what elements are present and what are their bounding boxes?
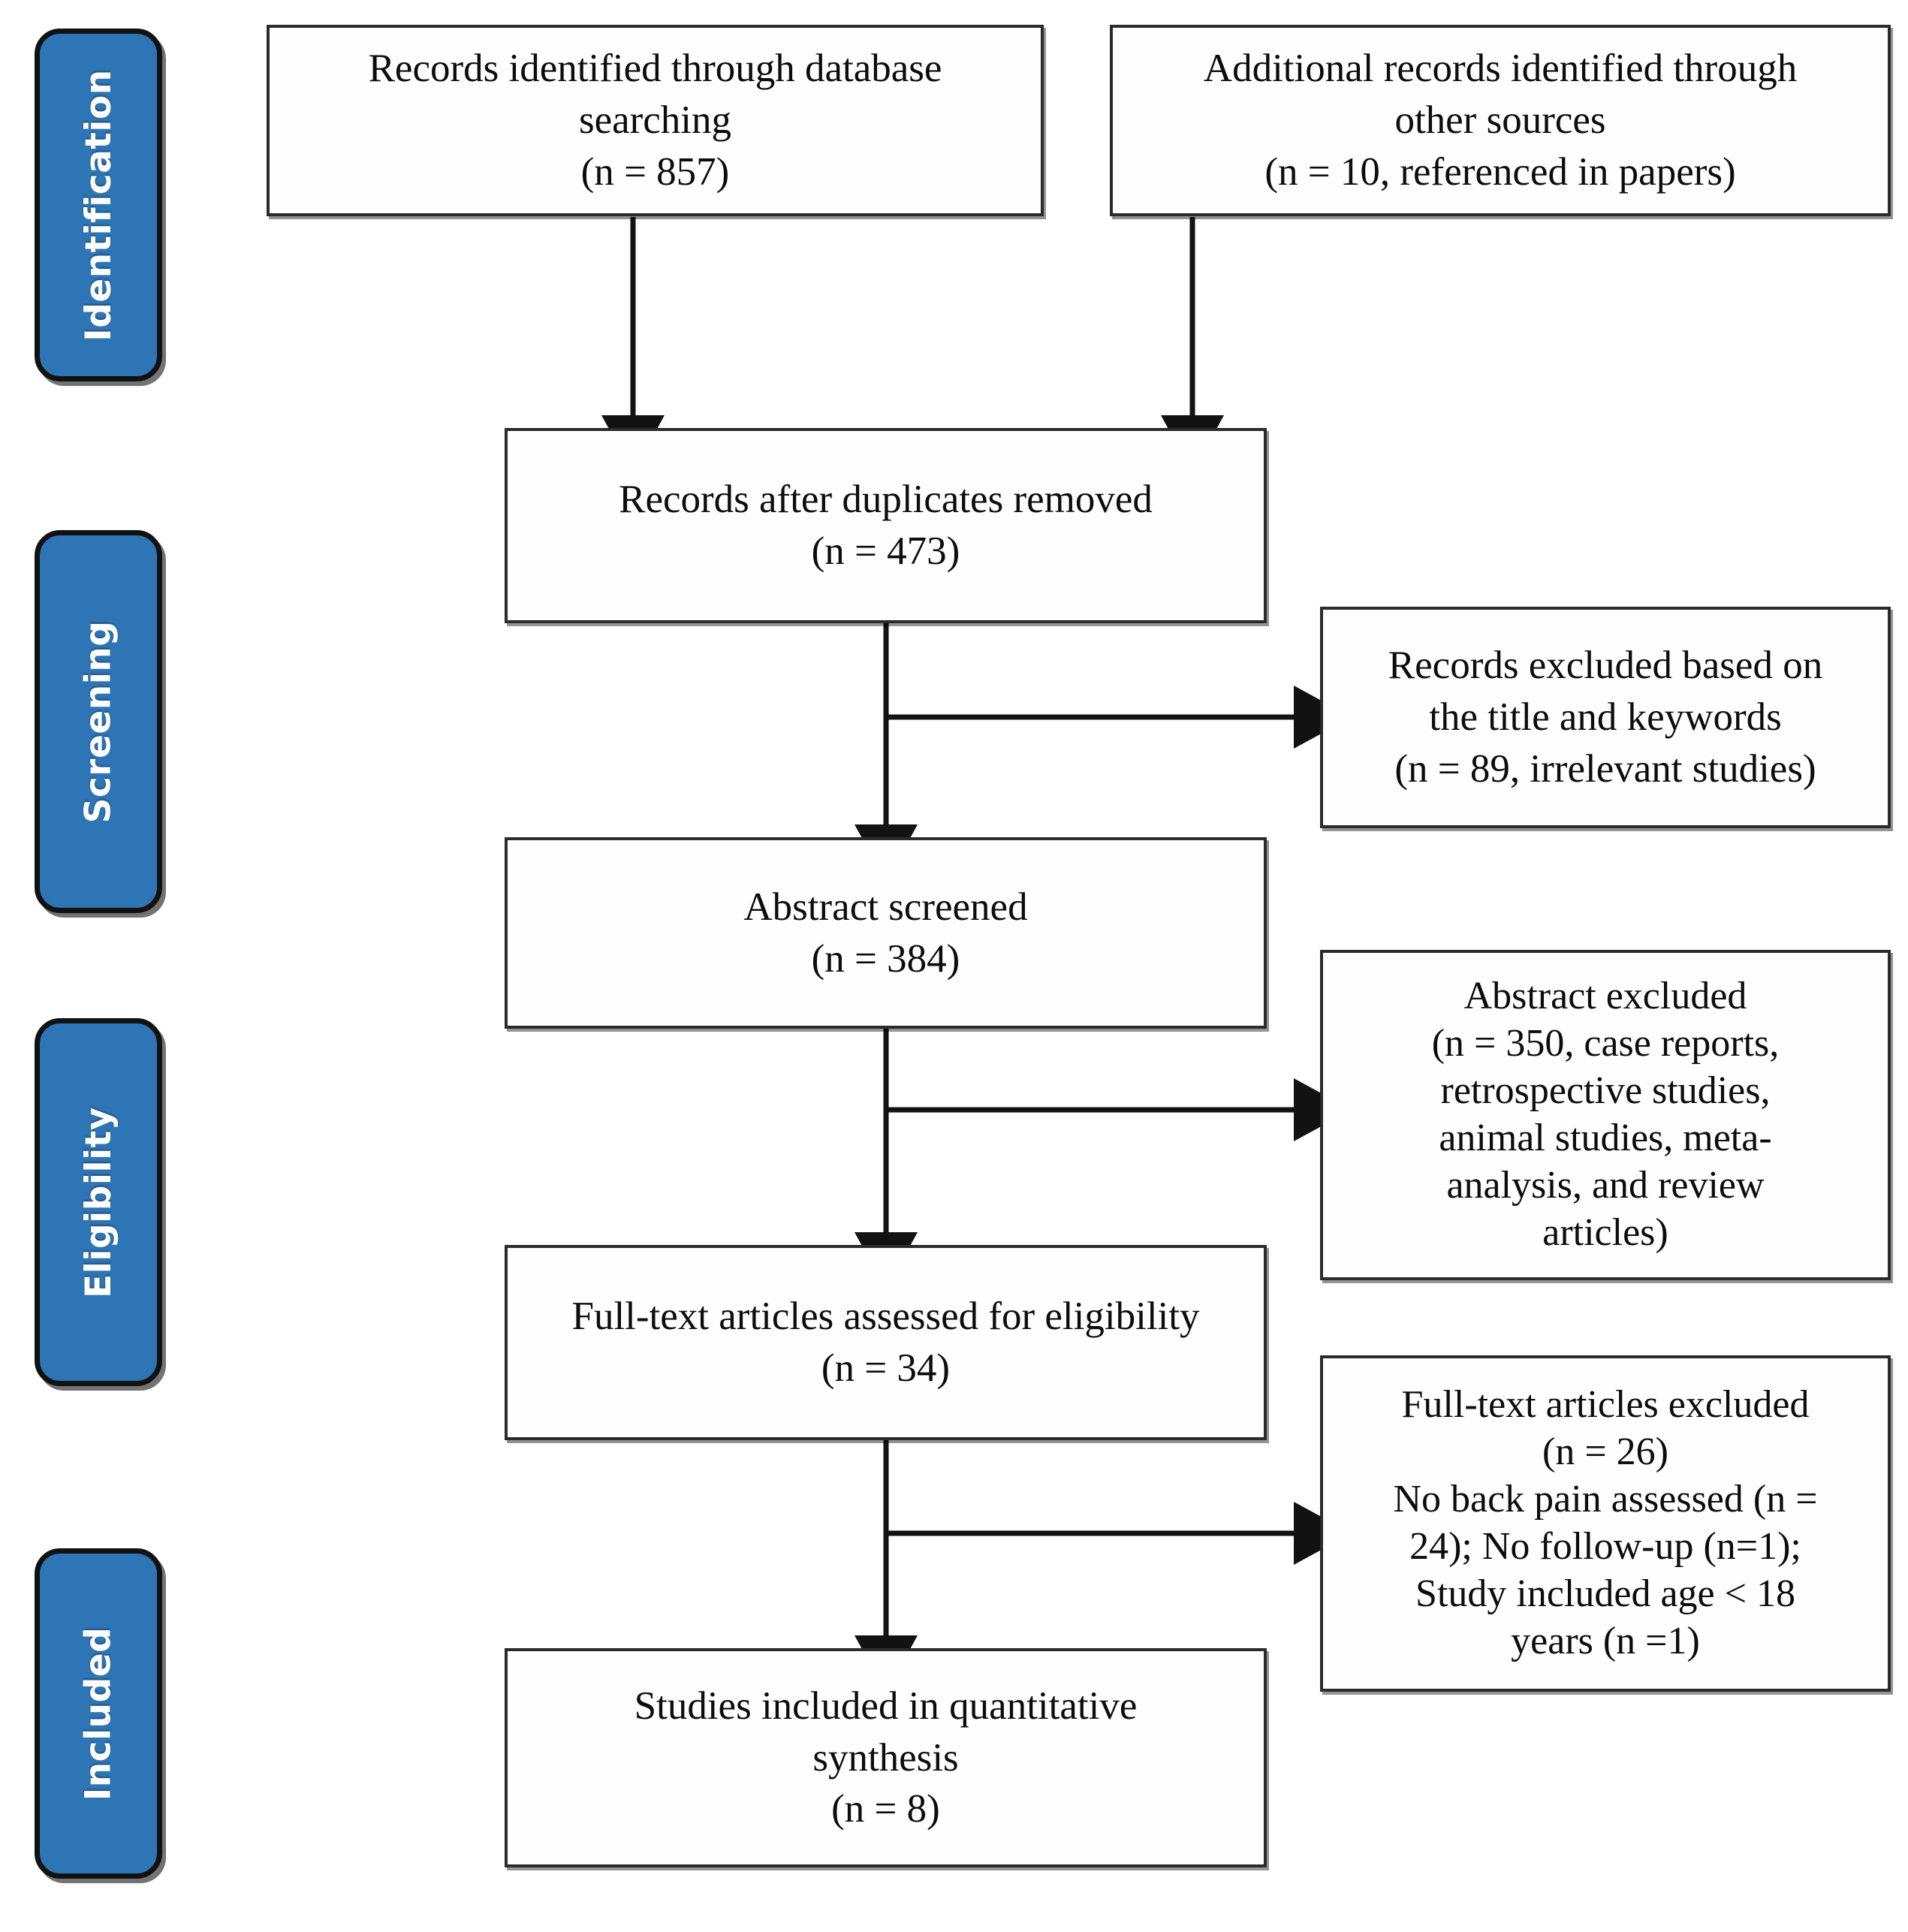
box-abstract-screened-text: Abstract screened (n = 384) [743,885,1028,981]
box-fulltext-excluded-text: Full-text articles excluded (n = 26) No … [1393,1383,1818,1662]
box-records-database-searching: Records identified through database sear… [267,25,1044,216]
stage-tab-eligibility-label: Eligibility [77,1106,119,1298]
box-records-after-duplicates-removed-text: Records after duplicates removed (n = 47… [619,478,1153,573]
box-records-excluded: Records excluded based on the title and … [1320,607,1891,828]
box-studies-included-text: Studies included in quantitative synthes… [634,1683,1138,1831]
box-studies-included: Studies included in quantitative synthes… [505,1648,1267,1867]
stage-tab-included-label: Included [77,1626,119,1801]
box-fulltext-excluded: Full-text articles excluded (n = 26) No … [1320,1355,1891,1692]
box-fulltext-assessed: Full-text articles assessed for eligibil… [505,1245,1267,1440]
stage-tab-identification-label: Identification [77,68,119,342]
box-additional-records-other-sources: Additional records identified through ot… [1110,25,1891,216]
box-fulltext-assessed-text: Full-text articles assessed for eligibil… [571,1295,1200,1390]
box-records-after-duplicates-removed: Records after duplicates removed (n = 47… [505,428,1267,623]
box-records-excluded-text: Records excluded based on the title and … [1388,643,1823,791]
box-abstract-excluded: Abstract excluded (n = 350, case reports… [1320,950,1891,1280]
box-records-database-searching-text: Records identified through database sear… [368,47,942,194]
box-abstract-screened: Abstract screened (n = 384) [505,837,1267,1029]
stage-tab-included[interactable]: Included [35,1548,162,1879]
stage-tab-eligibility[interactable]: Eligibility [35,1018,162,1386]
box-abstract-excluded-text: Abstract excluded (n = 350, case reports… [1431,975,1780,1254]
box-additional-records-other-sources-text: Additional records identified through ot… [1203,47,1798,194]
stage-tab-screening-label: Screening [77,620,119,823]
stage-tab-screening[interactable]: Screening [35,530,162,913]
stage-tab-identification[interactable]: Identification [35,29,162,381]
